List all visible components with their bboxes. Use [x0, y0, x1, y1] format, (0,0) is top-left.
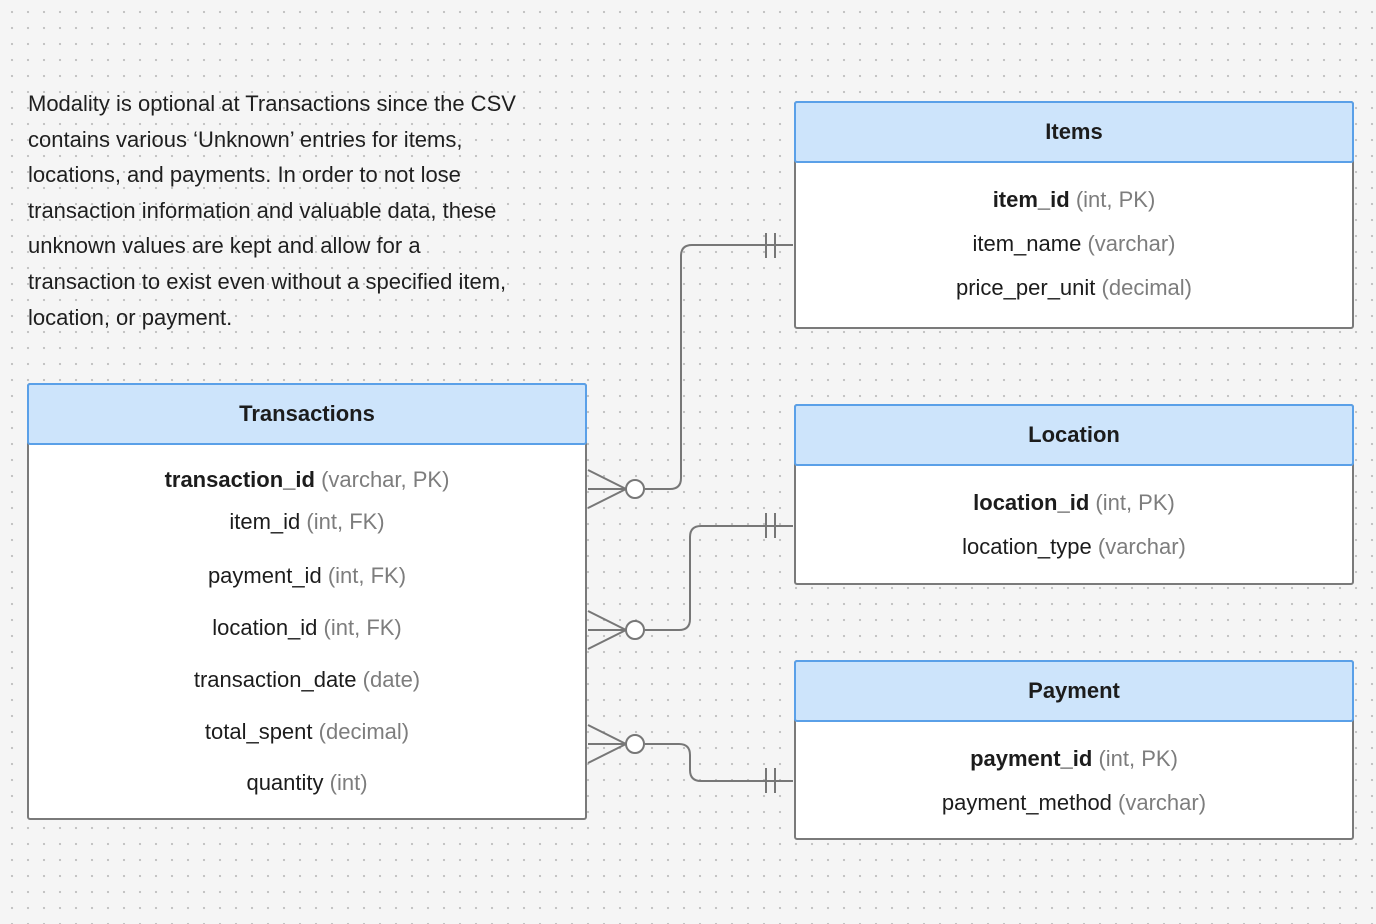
attribute-name: item_id	[992, 187, 1070, 212]
attribute-type: (date)	[362, 667, 421, 692]
attribute-type: (varchar)	[1118, 790, 1207, 815]
one-bar-items	[765, 233, 776, 258]
crowfoot-payment-end	[587, 724, 627, 764]
entity-transactions[interactable]: Transactions transaction_id (varchar, PK…	[27, 383, 587, 820]
attribute-row: location_type (varchar)	[796, 534, 1352, 560]
attribute-name: transaction_id	[164, 467, 315, 492]
attribute-row: item_id (int, PK)	[796, 187, 1352, 213]
attribute-type: (varchar)	[1087, 231, 1176, 256]
entity-title: Location	[1028, 422, 1120, 447]
attribute-type: (int, FK)	[323, 615, 402, 640]
attribute-row: transaction_date (date)	[29, 667, 585, 693]
crowfoot-items-end	[587, 469, 627, 509]
attribute-row: item_name (varchar)	[796, 231, 1352, 257]
attribute-name: location_id	[973, 490, 1090, 515]
attribute-name: price_per_unit	[955, 275, 1096, 300]
attribute-type: (varchar, PK)	[321, 467, 450, 492]
entity-header: Payment	[794, 660, 1354, 722]
attribute-type: (int, PK)	[1075, 187, 1156, 212]
attribute-type: (int, FK)	[327, 563, 407, 588]
note-line: location, or payment.	[28, 304, 233, 330]
attribute-name: total_spent	[204, 719, 313, 744]
attribute-type: (int, PK)	[1095, 490, 1175, 515]
attribute-type: (int)	[329, 770, 368, 795]
entity-title: Transactions	[239, 401, 375, 426]
attribute-type: (varchar)	[1097, 534, 1186, 559]
modality-note: Modality is optional at Transactions sin…	[28, 86, 588, 335]
crowfoot-location-end	[587, 610, 627, 650]
attribute-name: payment_id	[970, 746, 1093, 771]
connector-transactions-location	[645, 525, 793, 631]
attribute-name: payment_id	[207, 563, 322, 588]
entity-header: Location	[794, 404, 1354, 466]
attribute-name: payment_method	[941, 790, 1112, 815]
attribute-row: total_spent (decimal)	[29, 719, 585, 745]
note-line: locations, and payments. In order to not…	[28, 162, 461, 188]
optional-circle-payment	[625, 734, 645, 754]
note-line: contains various ‘Unknown’ entries for i…	[28, 126, 463, 152]
attribute-row: location_id (int, FK)	[29, 615, 585, 641]
attribute-name: item_name	[972, 231, 1082, 256]
attribute-row: quantity (int)	[29, 770, 585, 796]
attribute-name: location_id	[212, 615, 318, 640]
optional-circle-items	[625, 479, 645, 499]
entity-title: Items	[1045, 119, 1103, 144]
entity-header: Transactions	[27, 383, 587, 445]
note-line: transaction information and valuable dat…	[28, 197, 497, 223]
attribute-row: payment_id (int, FK)	[29, 563, 585, 589]
attribute-row: payment_id (int, PK)	[796, 746, 1352, 772]
attribute-name: location_type	[962, 534, 1092, 559]
attribute-row: transaction_id (varchar, PK)	[29, 467, 585, 493]
optional-circle-location	[625, 620, 645, 640]
attribute-type: (decimal)	[1101, 275, 1193, 300]
one-bar-location	[765, 513, 776, 538]
note-line: transaction to exist even without a spec…	[28, 268, 507, 294]
connector-transactions-payment	[645, 743, 793, 782]
attribute-name: item_id	[229, 509, 301, 534]
entity-payment[interactable]: Payment payment_id (int, PK) payment_met…	[794, 660, 1354, 840]
entity-header: Items	[794, 101, 1354, 163]
entity-title: Payment	[1028, 678, 1120, 703]
entity-location[interactable]: Location location_id (int, PK) location_…	[794, 404, 1354, 585]
attribute-row: payment_method (varchar)	[796, 790, 1352, 816]
attribute-name: quantity	[246, 770, 324, 795]
one-bar-payment	[765, 768, 776, 793]
attribute-type: (int, PK)	[1098, 746, 1178, 771]
note-line: unknown values are kept and allow for a	[28, 233, 421, 259]
attribute-row: item_id (int, FK)	[29, 509, 585, 535]
note-line: Modality is optional at Transactions sin…	[28, 91, 516, 116]
entity-items[interactable]: Items item_id (int, PK) item_name (varch…	[794, 101, 1354, 329]
connector-transactions-items	[645, 244, 793, 490]
attribute-row: location_id (int, PK)	[796, 490, 1352, 516]
attribute-row: price_per_unit (decimal)	[796, 275, 1352, 301]
attribute-name: transaction_date	[193, 667, 357, 692]
attribute-type: (decimal)	[318, 719, 410, 744]
attribute-type: (int, FK)	[306, 509, 385, 534]
